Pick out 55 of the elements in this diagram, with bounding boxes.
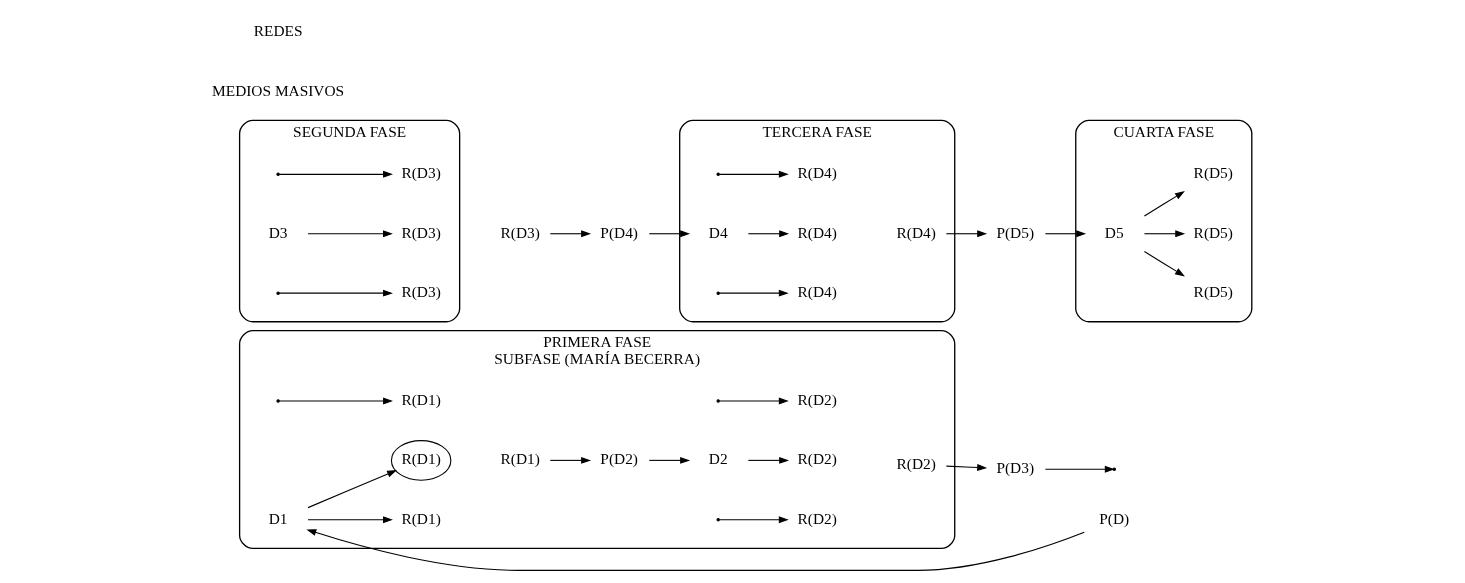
node-text: R(D5) xyxy=(1193,223,1233,241)
node-text: D3 xyxy=(268,223,288,241)
node-text: R(D2) xyxy=(797,450,837,468)
node-text: R(D1) xyxy=(401,509,441,527)
arrow xyxy=(648,230,691,238)
arrow xyxy=(307,470,397,509)
arrow xyxy=(719,516,789,524)
node-text: D2 xyxy=(708,450,728,468)
node-text: R(D3) xyxy=(401,283,441,301)
node-text: R(D4) xyxy=(797,223,837,241)
arrow xyxy=(278,397,393,405)
arrow xyxy=(307,230,393,238)
arrow xyxy=(306,529,1085,571)
node-text: R(D1) xyxy=(401,391,441,409)
arrow xyxy=(278,170,393,178)
arrow xyxy=(549,230,592,238)
node-ellipse: R(D1) xyxy=(390,440,452,481)
node-text: R(D2) xyxy=(797,509,837,527)
arrow xyxy=(549,456,592,464)
arrow xyxy=(719,170,789,178)
arrow xyxy=(945,464,988,471)
arrow xyxy=(648,456,691,464)
label: REDES xyxy=(253,22,303,40)
arrow xyxy=(1044,465,1115,473)
node-text: D1 xyxy=(268,509,288,527)
node-text: R(D4) xyxy=(896,223,936,241)
arrow xyxy=(719,289,789,297)
node-text: R(D3) xyxy=(500,223,540,241)
node-text: P(D5) xyxy=(996,223,1035,241)
node-text: R(D4) xyxy=(797,283,837,301)
arrow xyxy=(747,230,790,238)
arrow xyxy=(307,516,393,524)
arrow xyxy=(1143,230,1186,238)
arrow xyxy=(278,289,393,297)
node-text: R(D2) xyxy=(797,391,837,409)
node-text: R(D3) xyxy=(401,223,441,241)
node-text: P(D3) xyxy=(996,459,1035,477)
node-text: R(D3) xyxy=(401,164,441,182)
arrow xyxy=(1044,230,1087,238)
node-text: D5 xyxy=(1104,223,1124,241)
node-text: P(D2) xyxy=(600,450,638,468)
node-text: R(D1) xyxy=(500,450,540,468)
node-text: P(D4) xyxy=(600,223,638,241)
node-text: R(D4) xyxy=(797,164,837,182)
arrow xyxy=(1143,191,1185,217)
node-text: P(D) xyxy=(1099,509,1130,527)
node-text: R(D5) xyxy=(1193,283,1233,301)
arrow xyxy=(1143,251,1185,277)
arrow xyxy=(945,230,988,238)
node-text: R(D5) xyxy=(1193,164,1233,182)
label: MEDIOS MASIVOS xyxy=(212,81,345,99)
arrow xyxy=(747,456,790,464)
node-text: D4 xyxy=(708,223,728,241)
arrow xyxy=(719,397,789,405)
node-text: R(D2) xyxy=(896,454,936,472)
